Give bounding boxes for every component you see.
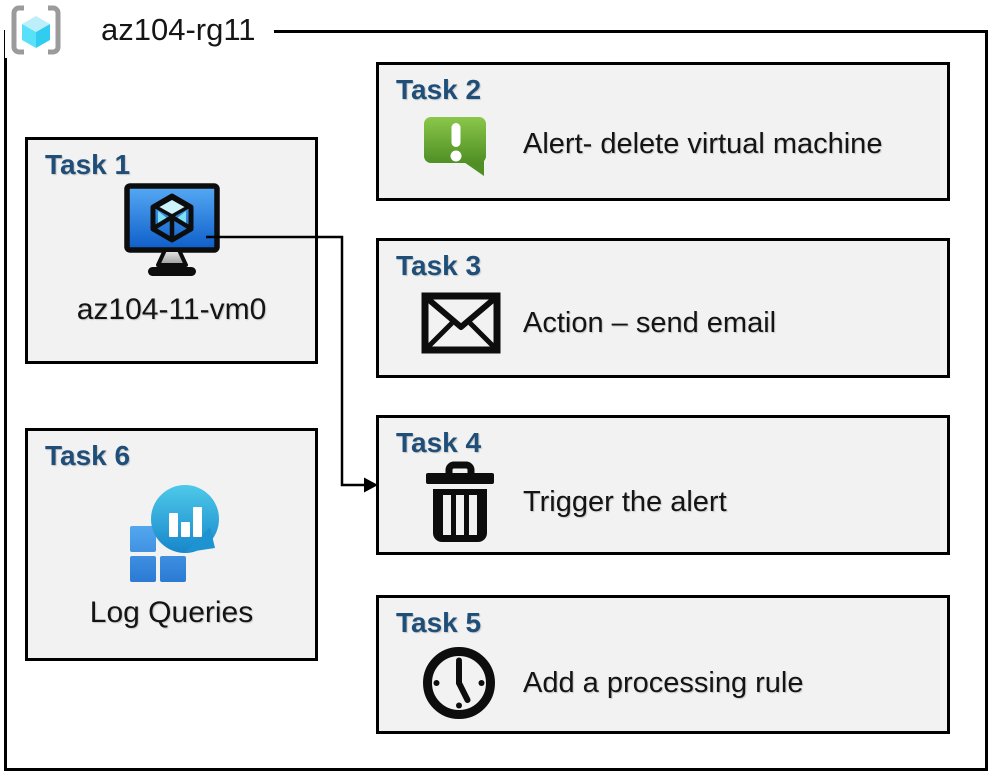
task-3-box: Task 3 Action – send email [376,238,950,378]
email-envelope-icon [421,292,501,354]
resource-group-icon [11,5,61,55]
trash-icon [426,461,494,543]
task-4-title: Task 4 [396,427,482,458]
task-1-box: Task 1 az104 [25,137,318,364]
task-3-title: Task 3 [396,250,482,281]
task-1-title: Task 1 [45,149,131,180]
task-6-title: Task 6 [45,440,131,471]
clock-icon [423,647,495,720]
task-5-title: Task 5 [396,607,482,638]
task-4-box: Task 4 Trigger the alert [376,415,950,555]
task-5-label: Add a processing rule [523,666,804,699]
task-6-label: Log Queries [89,596,254,630]
log-queries-icon [129,485,219,583]
alert-message-icon [424,117,486,177]
resource-group-header: az104-rg11 [5,2,274,58]
resource-group-label: az104-rg11 [101,12,256,47]
task-4-label: Trigger the alert [523,485,727,518]
task-6-box: Task 6 Log Q [25,428,318,661]
task-2-label: Alert- delete virtual machine [523,127,883,160]
task-1-label: az104-11-vm0 [76,293,267,327]
virtual-machine-icon [123,183,220,277]
task-3-label: Action – send email [523,306,777,339]
task-5-box: Task 5 Add a processing rule [376,595,950,734]
task-2-title: Task 2 [396,74,482,105]
task-2-box: Task 2 Alert- delete virtual machine [376,62,950,201]
